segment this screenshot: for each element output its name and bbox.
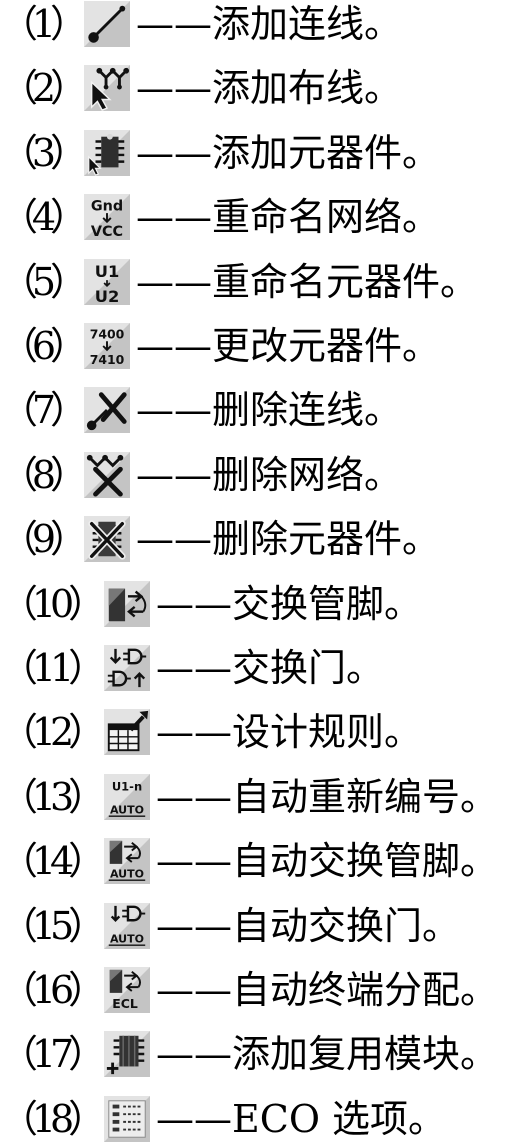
icon-text-top: U1-n — [112, 779, 142, 793]
item-number: （10） — [0, 582, 106, 626]
item-number: （12） — [0, 710, 106, 754]
item-label: ——自动交换管脚。 — [156, 839, 499, 883]
delete-net-icon — [84, 452, 130, 498]
delete-component-icon — [84, 516, 130, 562]
item-number: （8） — [0, 453, 88, 497]
add-reuse-block-icon — [104, 1031, 150, 1077]
swap-pins-icon — [104, 581, 150, 627]
item-label: ——设计规则。 — [156, 710, 423, 754]
list-item: （2） ——添加布线。 — [0, 65, 522, 111]
list-item: （6） 7400 7410 ——更改元器件。 — [0, 323, 522, 369]
list-item: （4） Gnd VCC ——重命名网络。 — [0, 194, 522, 240]
item-label: ——删除元器件。 — [136, 517, 441, 561]
add-route-icon — [84, 65, 130, 111]
design-rules-icon — [104, 709, 150, 755]
item-number: （2） — [0, 66, 88, 110]
item-number: （4） — [0, 195, 88, 239]
icon-text-bottom: AUTO — [110, 867, 144, 880]
item-number: （17） — [0, 1032, 106, 1076]
item-label: ——删除网络。 — [136, 453, 403, 497]
icon-text-bottom: AUTO — [110, 932, 144, 945]
rename-net-icon: Gnd VCC — [84, 194, 130, 240]
item-number: （6） — [0, 324, 88, 368]
auto-swap-gates-icon: AUTO — [104, 903, 150, 949]
item-label: ——删除连线。 — [136, 388, 403, 432]
icon-text-bottom: VCC — [91, 224, 123, 240]
item-number: （9） — [0, 517, 88, 561]
icon-text-top: Gnd — [91, 198, 123, 214]
item-number: （16） — [0, 968, 106, 1012]
list-item: （17） ——添加复用模块。 — [0, 1031, 522, 1077]
item-number: （5） — [0, 260, 88, 304]
item-label: ——交换门。 — [156, 646, 385, 690]
list-item: （5） U1 U2 ——重命名元器件。 — [0, 259, 522, 305]
add-connection-icon — [84, 1, 130, 47]
icon-text-top: U1 — [95, 262, 120, 281]
list-item: （3） ——添加元器件。 — [0, 130, 522, 176]
item-label: ——自动重新编号。 — [156, 775, 499, 819]
item-number: （14） — [0, 839, 106, 883]
delete-connection-icon — [84, 387, 130, 433]
icon-text-top: 7400 — [90, 326, 125, 341]
auto-renumber-icon: U1-n AUTO — [104, 774, 150, 820]
list-item: （13） U1-n AUTO ——自动重新编号。 — [0, 774, 522, 820]
add-component-icon — [84, 130, 130, 176]
list-item: （11） ——交换门。 — [0, 645, 522, 691]
item-number: （1） — [0, 2, 88, 46]
rename-component-icon: U1 U2 — [84, 259, 130, 305]
item-label: ——添加元器件。 — [136, 131, 441, 175]
item-label: ——ECO 选项。 — [156, 1097, 447, 1141]
item-number: （13） — [0, 775, 106, 819]
item-number: （11） — [0, 646, 106, 690]
list-item: （16） ECL ——自动终端分配。 — [0, 967, 522, 1013]
item-label: ——添加复用模块。 — [156, 1032, 499, 1076]
list-item: （14） AUTO ——自动交换管脚。 — [0, 838, 522, 884]
item-label: ——添加布线。 — [136, 66, 403, 110]
item-label: ——重命名网络。 — [136, 195, 441, 239]
list-item: （8） ——删除网络。 — [0, 452, 522, 498]
list-item: （10） ——交换管脚。 — [0, 581, 522, 627]
item-label: ——自动终端分配。 — [156, 968, 499, 1012]
item-label: ——更改元器件。 — [136, 324, 441, 368]
icon-text-bottom: U2 — [95, 287, 120, 305]
change-component-icon: 7400 7410 — [84, 323, 130, 369]
list-item: （9） ——删除元器件。 — [0, 516, 522, 562]
icon-text-bottom: 7410 — [90, 352, 125, 367]
eco-options-icon — [104, 1096, 150, 1142]
icon-text-bottom: ECL — [112, 996, 138, 1011]
auto-swap-pins-icon: AUTO — [104, 838, 150, 884]
item-number: （7） — [0, 388, 88, 432]
item-number: （15） — [0, 904, 106, 948]
list-item: （12） ——设计规则。 — [0, 709, 522, 755]
list-item: （1） ——添加连线。 — [0, 1, 522, 47]
list-item: （15） AUTO ——自动交换门。 — [0, 903, 522, 949]
item-label: ——自动交换门。 — [156, 904, 461, 948]
swap-gates-icon — [104, 645, 150, 691]
auto-terminal-assign-icon: ECL — [104, 967, 150, 1013]
item-label: ——添加连线。 — [136, 2, 403, 46]
item-number: （18） — [0, 1097, 106, 1141]
list-item: （18） ——ECO 选项。 — [0, 1096, 522, 1142]
list-item: （7） ——删除连线。 — [0, 387, 522, 433]
item-label: ——重命名元器件。 — [136, 260, 479, 304]
item-label: ——交换管脚。 — [156, 582, 423, 626]
icon-text-bottom: AUTO — [110, 803, 144, 816]
item-number: （3） — [0, 131, 88, 175]
